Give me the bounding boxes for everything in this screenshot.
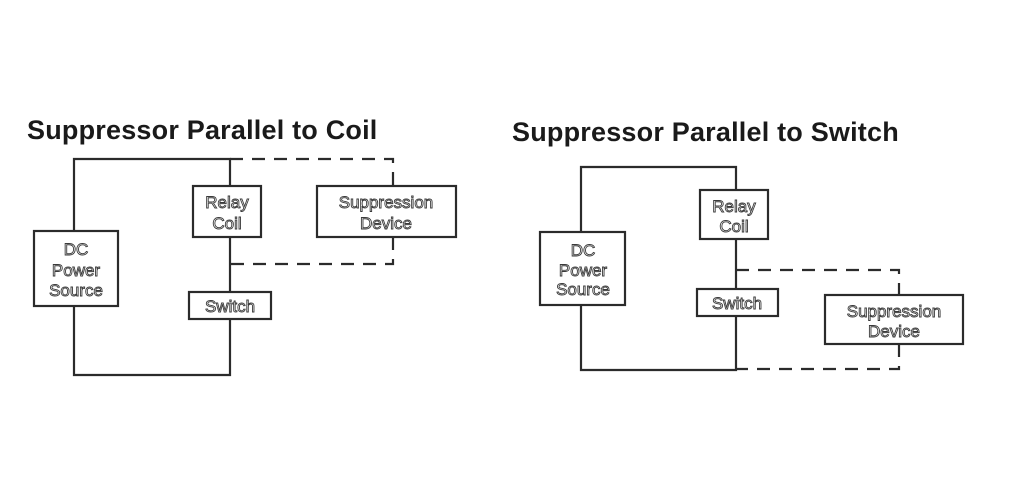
suppression-device: Suppression Device <box>823 293 965 346</box>
wire-top-left <box>72 157 232 231</box>
suppression-device: Suppression Device <box>315 184 458 239</box>
wire-bottom-right <box>579 305 738 372</box>
switch-label: Switch <box>205 297 255 316</box>
relay-coil-label-line1: Relay <box>712 197 756 216</box>
suppression-device-label-line1: Suppression <box>339 193 434 212</box>
wire-top-right <box>579 165 738 232</box>
switch-label: Switch <box>712 294 762 313</box>
diagram-title-parallel-to-switch: Suppressor Parallel to Switch <box>512 117 899 147</box>
wire-bottom-left <box>72 306 232 377</box>
relay-coil-label-line2: Coil <box>212 214 241 233</box>
relay-coil: Relay Coil <box>191 184 263 239</box>
power-source-label-line1: DC <box>64 240 89 259</box>
relay-coil-label-line1: Relay <box>205 193 249 212</box>
suppressor-branch-bottom-right <box>736 344 901 371</box>
circuit-parallel-to-switch: DC Power Source Relay Coil Switch Suppre… <box>538 165 965 372</box>
suppressor-branch-top-right <box>736 268 901 295</box>
power-source-label-line3: Source <box>556 280 610 299</box>
power-source-label-line3: Source <box>49 281 103 300</box>
suppression-device-label-line1: Suppression <box>847 302 942 321</box>
suppression-device-label-line2: Device <box>868 322 920 341</box>
relay-coil-label-line2: Coil <box>719 217 748 236</box>
relay-coil: Relay Coil <box>698 188 770 241</box>
suppressor-branch-bottom <box>230 237 395 266</box>
dc-power-source: DC Power Source <box>538 230 627 307</box>
power-source-label-line2: Power <box>52 261 101 280</box>
circuit-parallel-to-coil: DC Power Source Relay Coil Switch Suppre… <box>32 157 458 377</box>
diagram-title-parallel-to-coil: Suppressor Parallel to Coil <box>27 115 378 145</box>
power-source-label-line1: DC <box>571 241 596 260</box>
suppressor-branch-top <box>230 157 395 186</box>
dc-power-source: DC Power Source <box>32 229 120 308</box>
switch: Switch <box>695 287 780 318</box>
power-source-label-line2: Power <box>559 261 608 280</box>
switch: Switch <box>187 290 273 321</box>
suppression-device-label-line2: Device <box>360 214 412 233</box>
